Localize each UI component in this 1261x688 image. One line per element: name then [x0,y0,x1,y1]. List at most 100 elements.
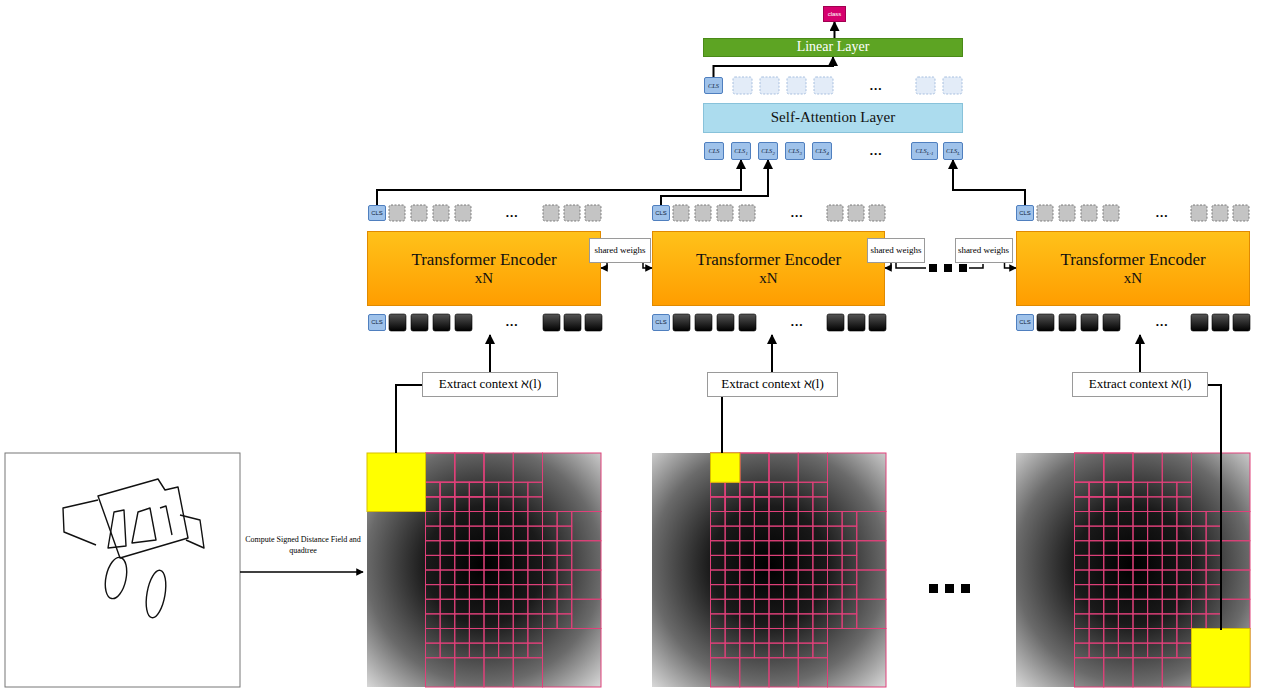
sketch-drawing [63,479,204,619]
quadtree-cell [842,555,857,570]
quadtree-cell [711,599,726,614]
leader-line [1208,385,1221,630]
cls-token: CLS [652,205,670,221]
quadtree-cell [798,629,813,644]
quadtree-cell [513,629,528,644]
quadtree-cell [1118,526,1133,541]
dot [961,584,970,593]
quadtree-cell [798,658,827,687]
context-leaders [396,263,1221,630]
node-text: CLS [655,319,667,326]
quadtree-cell [813,599,828,614]
linear-layer: Linear Layer [703,38,963,57]
quadtree-cell [1104,570,1119,585]
quadtree-cell [1075,555,1090,570]
sdf-field [652,453,886,687]
quadtree-cell [1133,658,1162,687]
shared-link [896,263,926,268]
quadtree-cell [813,629,828,644]
quadtree-cell [1089,629,1104,644]
quadtree-cell [528,482,543,497]
quadtree-cell [784,629,799,644]
quadtree-cell [543,585,558,600]
quadtree-cell [711,497,726,512]
quadtree-cell [725,497,740,512]
quadtree-cell [1133,570,1148,585]
quadtree-cell [1133,512,1148,527]
quadtree-cell [1075,585,1090,600]
output-token [848,205,864,221]
quadtree-cell [455,643,470,658]
node-text: CLS3 [788,147,802,154]
quadtree-cell [1075,453,1104,482]
quadtree-cell [499,599,514,614]
quadtree-cell [740,541,755,556]
quadtree-cell [754,512,769,527]
quadtree-cell [828,599,843,614]
input-token [411,314,428,331]
input-token [739,314,756,331]
input-token [1233,314,1250,331]
quadtree-cell [813,541,828,556]
quadtree-cell [1118,570,1133,585]
quadtree-cell [711,453,740,482]
quadtree-cell [1118,555,1133,570]
quadtree-cell [711,614,726,629]
dot [929,264,937,272]
quadtree-cell [426,585,441,600]
quadtree-cell [754,482,769,497]
input-token [543,314,560,331]
node-label: Extract context ℵ(l) [439,376,542,391]
quadtree-cell [1221,570,1250,599]
quadtree-cell [469,482,484,497]
quadtree-cell [1162,526,1177,541]
encoder-title: Transformer Encoder [696,250,841,270]
node-text: CLS [655,210,667,217]
quadtree-cell [1133,555,1148,570]
quadtree-cell [740,658,769,687]
quadtree-cell [798,541,813,556]
quadtree-cell [1192,541,1207,556]
quadtree-cell [828,541,843,556]
quadtree-cell [813,555,828,570]
quadtree-cell [754,482,769,497]
quadtree-cell [1104,599,1119,614]
quadtree-cell [813,526,828,541]
quadtree-cell [1104,658,1133,687]
transformer-encoder: Transformer EncoderxN [652,231,885,306]
quadtree-cell [711,658,740,687]
quadtree-cell [528,599,543,614]
node-label: CLS [655,210,667,216]
quadtree-cell [798,555,813,570]
quadtree-cell [513,658,542,687]
quadtree-cell [455,453,484,482]
quadtree-cell [1177,599,1192,614]
quadtree-cell [499,555,514,570]
quadtree-cell [1177,629,1192,644]
node-label: CLS [371,319,383,325]
quadtree-cell [557,541,572,556]
quadtree-cell [784,497,799,512]
quadtree-cell [543,512,558,527]
quadtree-cell [426,614,441,629]
quadtree-cell [484,512,499,527]
leader-line [721,397,723,453]
quadtree-cell [513,570,528,585]
quadtree-cell [484,526,499,541]
quadtree-cell [1104,526,1119,541]
quadtree-cell [1089,497,1104,512]
quadtree-cell [484,570,499,585]
connector [643,263,652,268]
quadtree-cell [469,555,484,570]
quadtree-cell [711,629,726,644]
quadtree-cell [1162,643,1177,658]
quadtree-cell [499,570,514,585]
quadtree-cell [813,643,828,658]
quadtree-cell [1133,585,1148,600]
cls-token: CLS [368,314,386,331]
node-label: CLS [788,147,799,154]
quadtree-cell [543,599,558,614]
output-token [717,205,733,221]
